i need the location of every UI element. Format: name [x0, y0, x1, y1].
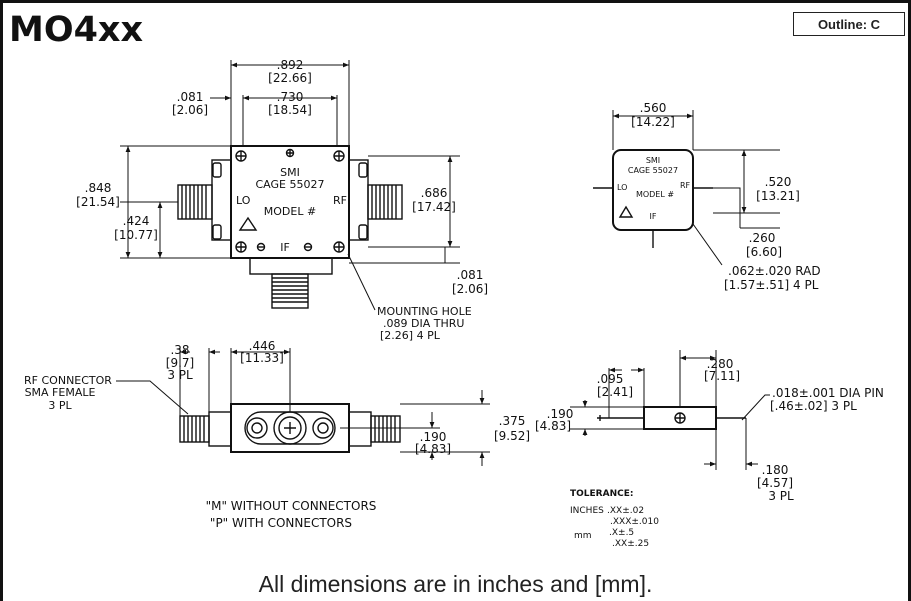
dim-081b: .081 — [457, 268, 484, 282]
dim-190: .190 — [420, 430, 447, 444]
mounting-hole-1: MOUNTING HOLE — [377, 305, 472, 318]
dim-848: .848 — [85, 181, 112, 195]
tolerance-heading: TOLERANCE: — [570, 489, 633, 499]
dim-081a-mm: [2.06] — [172, 103, 208, 117]
dim-280-mm: [7.11] — [704, 369, 740, 383]
note-p: "P" WITH CONNECTORS — [210, 516, 352, 530]
tolerance-mm: mm — [574, 531, 592, 541]
outline-label: Outline: C — [793, 12, 905, 36]
page-title: MO4xx — [9, 10, 144, 50]
dim-375: .375 — [499, 414, 526, 428]
body-lo: LO — [236, 194, 251, 207]
dim-081b-mm: [2.06] — [452, 282, 488, 296]
body-rf: RF — [333, 194, 347, 207]
mounting-hole-2: .089 DIA THRU — [383, 317, 464, 330]
if-connector — [249, 257, 333, 309]
dim-892-mm: [22.66] — [268, 71, 312, 85]
rad-2: [1.57±.51] 4 PL — [724, 278, 819, 292]
dim-848-mm: [21.54] — [76, 195, 120, 209]
side-view — [116, 348, 490, 466]
body-cage: CAGE 55027 — [256, 178, 325, 191]
rad-1: .062±.020 RAD — [728, 264, 821, 278]
dim-446: .446 — [249, 339, 276, 353]
dim-190-mm: [4.83] — [415, 442, 451, 456]
dim-520: .520 — [765, 175, 792, 189]
dim-520-mm: [13.21] — [756, 189, 800, 203]
dim-260: .260 — [749, 231, 776, 245]
dim-892: .892 — [277, 58, 304, 72]
dim-180-pl: 3 PL — [768, 489, 794, 503]
small-smi: SMI — [646, 156, 660, 165]
side-view-labels: .38 [9.7] 3 PL .446 [11.33] RF CONNECTOR… — [24, 339, 530, 530]
triangle-icon — [618, 205, 634, 218]
small-cage: CAGE 55027 — [628, 166, 678, 175]
dim-375-mm: [9.52] — [494, 429, 530, 443]
dim-095: .095 — [597, 372, 624, 386]
pin-view-labels: .095 [2.41] .280 [7.11] .190 [4.83] .018… — [535, 357, 884, 503]
dim-081a: .081 — [177, 90, 204, 104]
dim-560: .560 — [640, 101, 667, 115]
dim-38: .38 — [170, 343, 189, 357]
lo-connector — [177, 159, 232, 241]
pin-1: .018±.001 DIA PIN — [772, 386, 884, 400]
tolerance-inches: INCHES — [570, 506, 604, 516]
small-view — [593, 110, 780, 266]
dim-686: .686 — [421, 186, 448, 200]
rf-connector-1: RF CONNECTOR — [24, 374, 112, 387]
tolerance-in-2: .XXX±.010 — [610, 517, 659, 527]
dim-424: .424 — [123, 214, 150, 228]
mounting-hole-icon — [235, 148, 345, 253]
body-if: IF — [280, 241, 290, 254]
dim-424-mm: [10.77] — [114, 228, 158, 242]
top-view-labels: .892 [22.66] .730 [18.54] .081 [2.06] .8… — [76, 58, 488, 342]
rf-connector-3: 3 PL — [48, 399, 72, 412]
body-smi: SMI — [280, 166, 300, 179]
pin-2: [.46±.02] 3 PL — [770, 399, 857, 413]
pin-view — [570, 350, 770, 470]
outline-label-text: Outline: C — [817, 16, 881, 32]
if-connector-icon — [244, 411, 336, 445]
dim-686-mm: [17.42] — [412, 200, 456, 214]
dim-38-pl: 3 PL — [167, 368, 193, 382]
small-if: IF — [650, 212, 657, 221]
footer-note: All dimensions are in inches and [mm]. — [258, 571, 653, 597]
small-rf: RF — [680, 181, 691, 190]
dim-190-pin: .190 — [547, 407, 574, 421]
small-lo: LO — [617, 183, 627, 192]
rf-connector — [348, 159, 403, 241]
dim-560-mm: [14.22] — [631, 115, 675, 129]
body-model: MODEL # — [264, 205, 316, 218]
small-view-labels: .560 [14.22] .520 [13.21] .260 [6.60] .0… — [617, 101, 821, 292]
dim-260-mm: [6.60] — [746, 245, 782, 259]
dim-190-pin-mm: [4.83] — [535, 419, 571, 433]
small-model: MODEL # — [636, 190, 674, 199]
rf-connector-2: SMA FEMALE — [25, 386, 96, 399]
dim-730: .730 — [277, 90, 304, 104]
tolerance-in-1: .XX±.02 — [607, 506, 644, 516]
dim-095-mm: [2.41] — [597, 385, 633, 399]
dim-730-mm: [18.54] — [268, 103, 312, 117]
top-view — [120, 60, 460, 311]
dim-280: .280 — [707, 357, 734, 371]
triangle-icon — [238, 216, 258, 231]
tolerance-block: TOLERANCE: INCHES .XX±.02 .XXX±.010 mm .… — [570, 489, 659, 549]
dim-38-mm: [9.7] — [166, 356, 194, 370]
dim-446-mm: [11.33] — [240, 351, 284, 365]
mounting-hole-3: [2.26] 4 PL — [380, 329, 441, 342]
dim-180-mm: [4.57] — [757, 476, 793, 490]
dim-180: .180 — [762, 463, 789, 477]
note-m: "M" WITHOUT CONNECTORS — [206, 499, 377, 513]
tolerance-mm-2: .XX±.25 — [612, 539, 649, 549]
tolerance-mm-1: .X±.5 — [609, 528, 634, 538]
